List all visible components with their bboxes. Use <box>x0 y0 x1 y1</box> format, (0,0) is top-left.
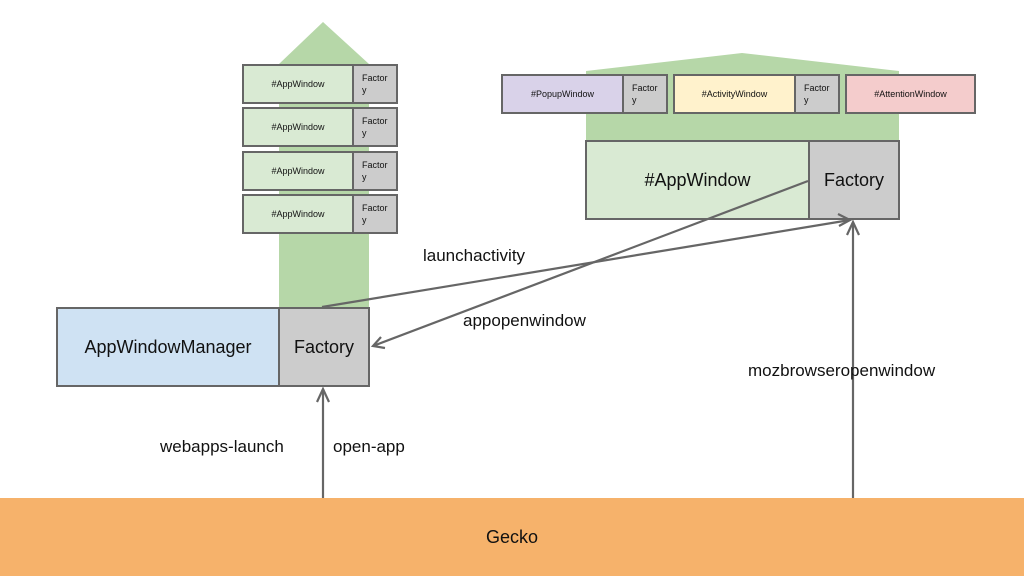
attention-window-box: #AttentionWindow <box>845 74 976 114</box>
manager-factory-label: Factory <box>293 336 354 357</box>
manager-factory-box: Factory <box>278 307 370 387</box>
stack-appwindow-1: #AppWindow <box>242 64 354 104</box>
webapps-launch-label: webapps-launch <box>160 437 284 456</box>
stack-factory-1: Factor y <box>352 64 398 104</box>
stack-appwindow-label: #AppWindow <box>271 166 325 176</box>
activity-window-label: #ActivityWindow <box>701 89 768 99</box>
app-window-label: #AppWindow <box>644 169 751 190</box>
stack-factory-4: Factor y <box>352 194 398 234</box>
stack-appwindow-4: #AppWindow <box>242 194 354 234</box>
attention-window-label: #AttentionWindow <box>874 89 947 99</box>
stack-appwindow-3: #AppWindow <box>242 151 354 191</box>
app-window-box: #AppWindow <box>585 140 810 220</box>
popup-factory-box: Factor y <box>622 74 668 114</box>
stack-factory-label: Factor y <box>362 203 388 225</box>
app-window-manager-label: AppWindowManager <box>84 336 252 357</box>
launchactivity-label: launchactivity <box>423 246 526 265</box>
mozbrowseropenwindow-label: mozbrowseropenwindow <box>748 361 936 380</box>
stack-factory-2: Factor y <box>352 107 398 147</box>
app-window-manager-box: AppWindowManager <box>56 307 280 387</box>
activity-window-box: #ActivityWindow <box>673 74 796 114</box>
stack-factory-3: Factor y <box>352 151 398 191</box>
activity-factory-label: Factor y <box>804 83 830 105</box>
appopenwindow-label: appopenwindow <box>463 311 586 330</box>
activity-factory-box: Factor y <box>794 74 840 114</box>
popup-window-label: #PopupWindow <box>530 89 595 99</box>
stack-factory-label: Factor y <box>362 160 388 182</box>
stack-appwindow-2: #AppWindow <box>242 107 354 147</box>
stack-appwindow-label: #AppWindow <box>271 209 325 219</box>
stack-appwindow-label: #AppWindow <box>271 79 325 89</box>
stack-appwindow-label: #AppWindow <box>271 122 325 132</box>
stack-factory-label: Factor y <box>362 73 388 95</box>
open-app-label: open-app <box>333 437 405 456</box>
stack-factory-label: Factor y <box>362 116 388 138</box>
popup-window-box: #PopupWindow <box>501 74 624 114</box>
gecko-layer: Gecko <box>0 498 1024 576</box>
gecko-label: Gecko <box>485 526 539 547</box>
popup-factory-label: Factor y <box>632 83 658 105</box>
app-window-factory-label: Factory <box>823 169 884 190</box>
app-window-factory-box: Factory <box>808 140 900 220</box>
